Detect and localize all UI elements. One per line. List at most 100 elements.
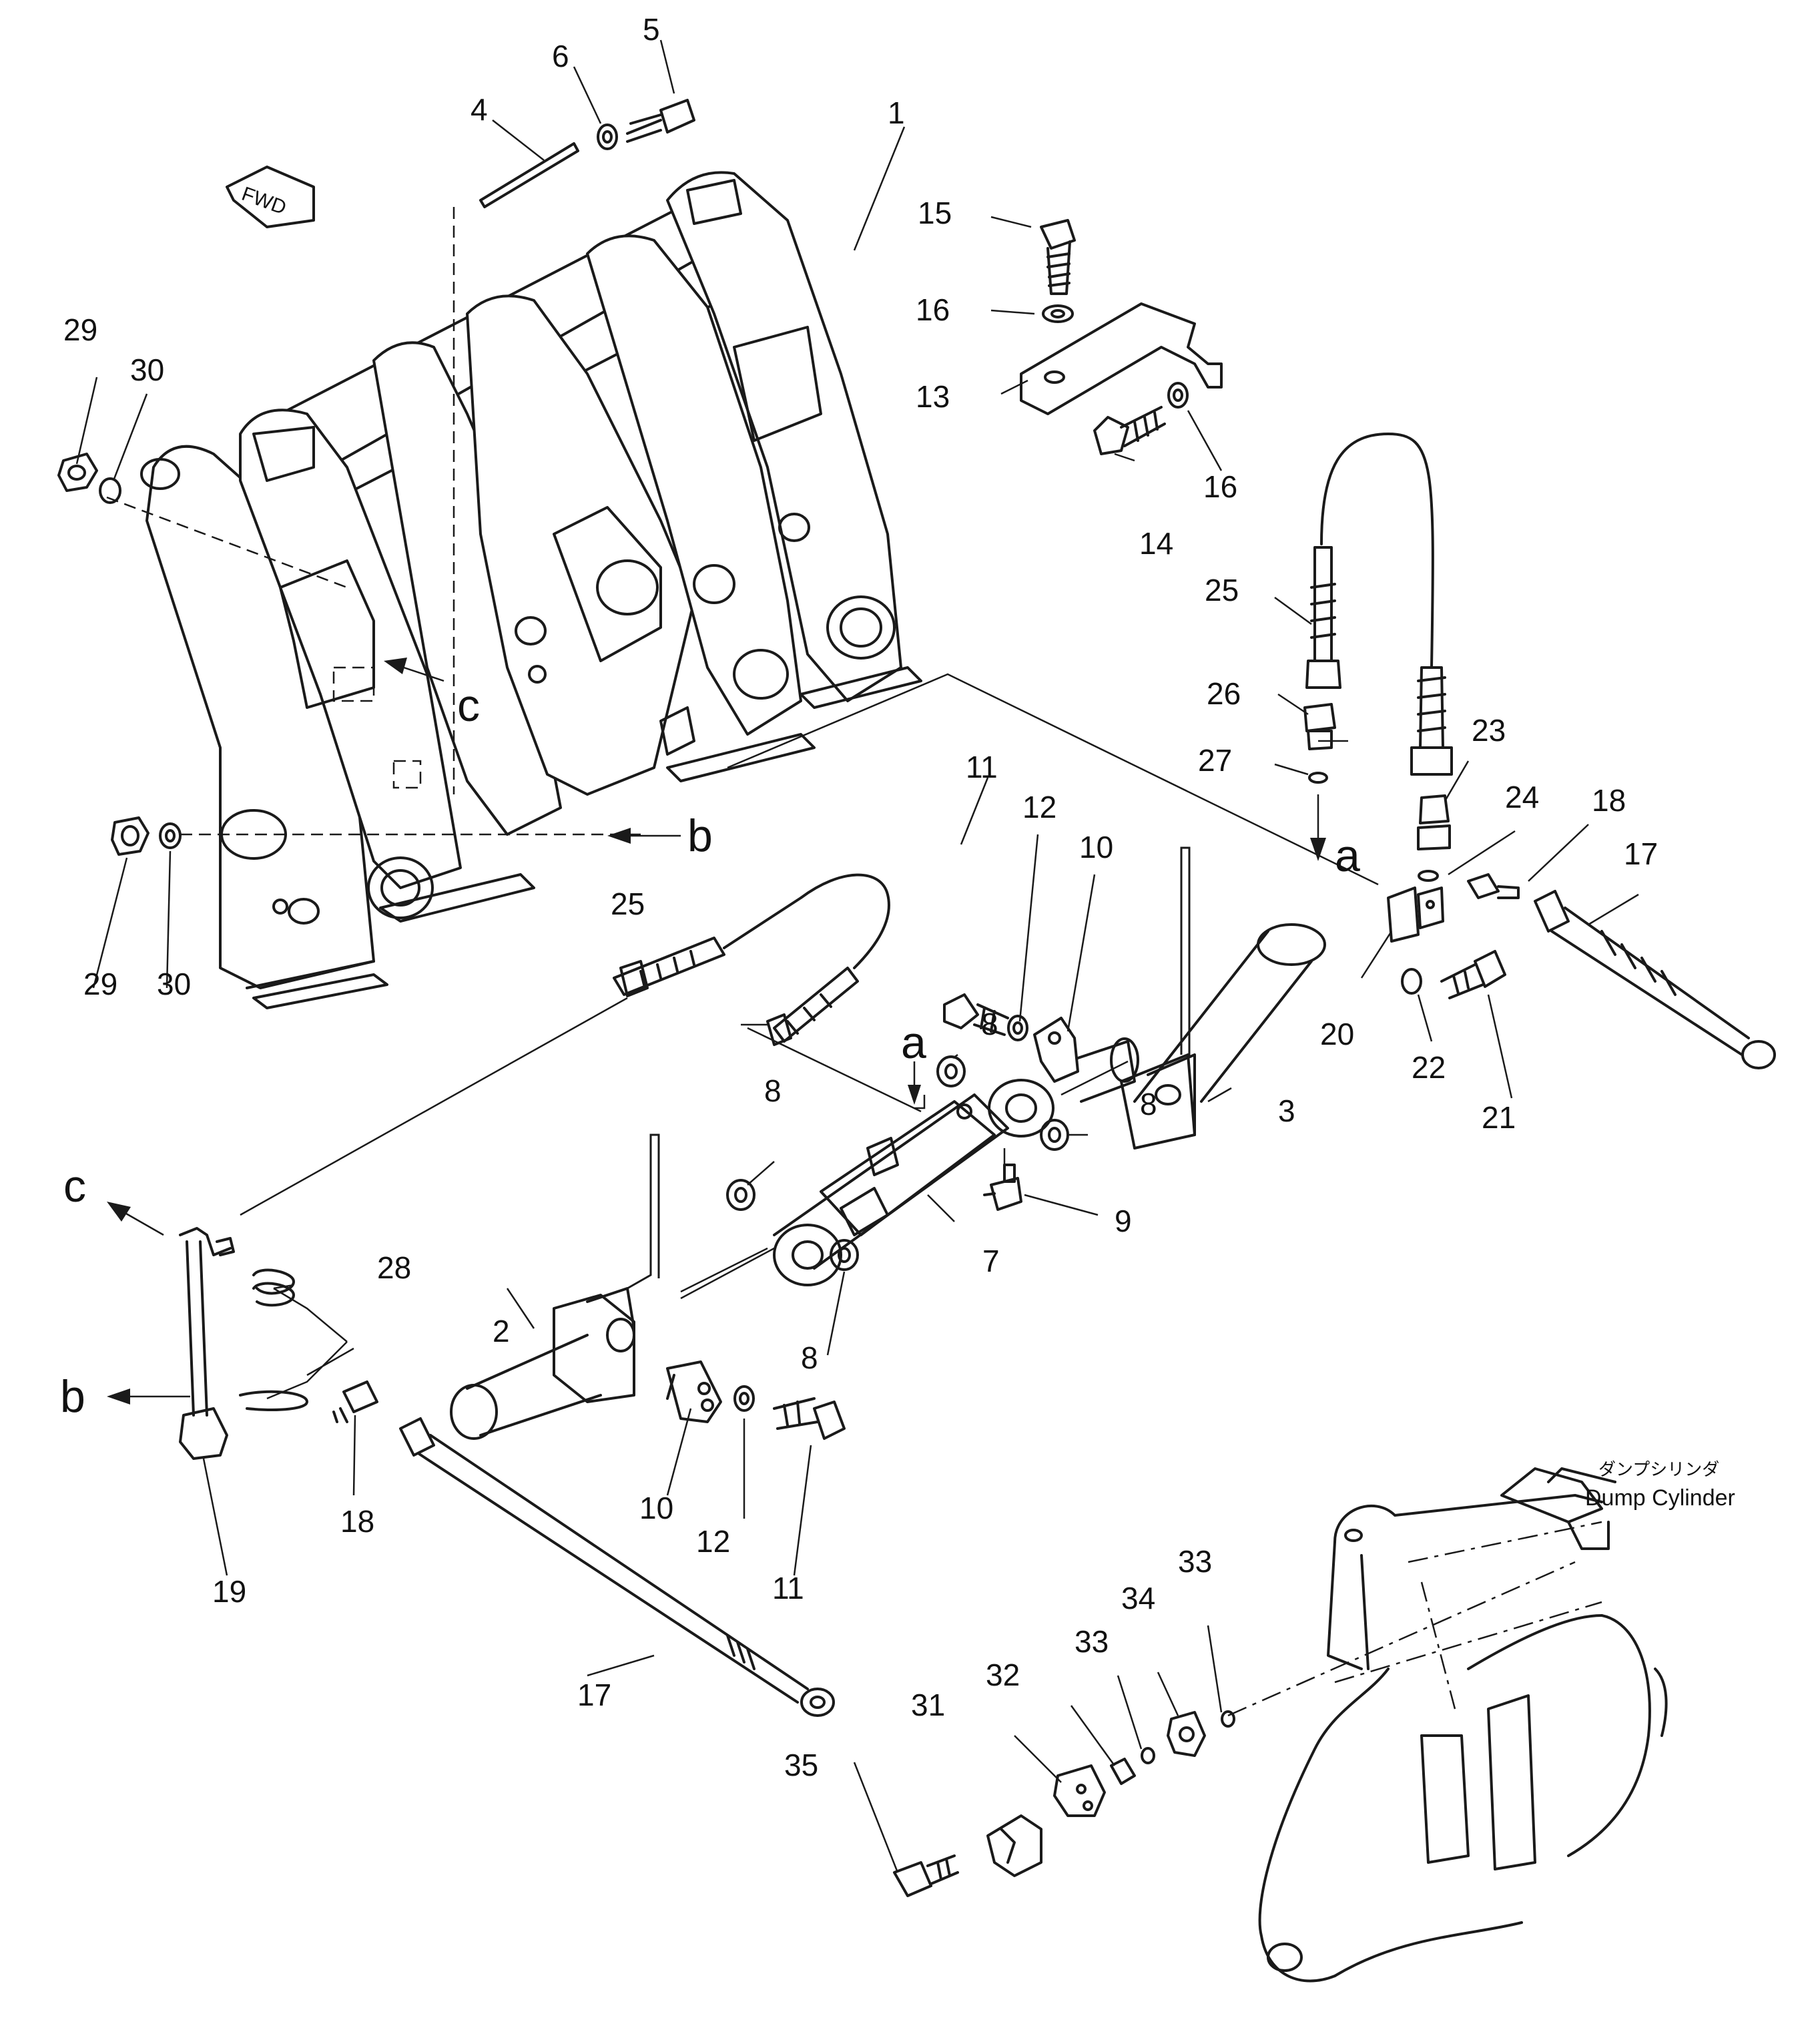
bolt-5 bbox=[626, 99, 695, 143]
adapter-26 bbox=[1303, 703, 1336, 750]
washer-30-top bbox=[99, 477, 121, 504]
reference-letters: c b a a c b bbox=[60, 680, 1360, 1422]
elbow-18-left bbox=[332, 1380, 378, 1423]
callout-13: 13 bbox=[916, 379, 950, 414]
tube-2 bbox=[450, 1133, 660, 1440]
callout-30a: 30 bbox=[130, 352, 164, 387]
ref-arrow-c-lower bbox=[107, 1202, 164, 1236]
bracket-13 bbox=[1020, 302, 1223, 415]
oring-24 bbox=[1418, 870, 1439, 882]
ref-letter-c-upper: c bbox=[457, 680, 480, 731]
switch-31 bbox=[1053, 1764, 1106, 1817]
callout-31: 31 bbox=[911, 1688, 945, 1722]
callout-5: 5 bbox=[643, 12, 660, 47]
callout-8a: 8 bbox=[981, 1007, 998, 1041]
callout-33a: 33 bbox=[1075, 1624, 1109, 1659]
dump-cylinder-label-en: Dump Cylinder bbox=[1585, 1485, 1735, 1511]
callout-14: 14 bbox=[1139, 526, 1173, 561]
callout-12b: 12 bbox=[696, 1524, 730, 1559]
callout-34: 34 bbox=[1121, 1581, 1155, 1615]
hose-17-left bbox=[399, 1417, 835, 1717]
dump-cylinder-label-jp: ダンプシリンダ bbox=[1598, 1460, 1719, 1480]
nut-29-top bbox=[57, 453, 98, 492]
washer-16-right bbox=[1167, 382, 1189, 409]
callout-17a: 17 bbox=[1624, 836, 1658, 871]
fwd-label: FWD bbox=[239, 183, 289, 219]
hose-17-right bbox=[1534, 890, 1776, 1069]
ref-arrow-b-lower bbox=[107, 1388, 190, 1405]
callout-labels: 1 2 3 4 5 6 7 8 8 8 8 9 10 10 11 11 12 1… bbox=[63, 12, 1658, 1782]
bolt-11-top bbox=[943, 993, 1009, 1036]
callout-16a: 16 bbox=[916, 292, 950, 327]
ref-arrow-b-upper bbox=[607, 828, 681, 844]
centerline-dump-1 bbox=[1408, 1521, 1602, 1563]
pin-10-bottom bbox=[666, 1360, 722, 1423]
washer-16-top bbox=[1042, 304, 1074, 323]
washer-22 bbox=[1401, 968, 1422, 995]
loader-frame bbox=[140, 171, 922, 1009]
callout-22: 22 bbox=[1412, 1050, 1446, 1085]
callout-7: 7 bbox=[982, 1244, 1000, 1278]
fwd-arrow-tag: FWD bbox=[226, 166, 315, 228]
bolt-21 bbox=[1440, 950, 1506, 999]
bolt-14 bbox=[1093, 406, 1166, 455]
callout-17b: 17 bbox=[577, 1678, 611, 1712]
bushing-8-c bbox=[1040, 1119, 1069, 1151]
ref-arrow-c-upper bbox=[384, 658, 444, 682]
grease-fitting-9 bbox=[983, 1164, 1022, 1211]
hose-25-left bbox=[613, 873, 890, 1046]
centerline-dump-2 bbox=[1420, 1581, 1456, 1710]
ref-arrow-a-lower bbox=[908, 1061, 921, 1105]
bushing-8-a bbox=[936, 1055, 966, 1087]
callout-35: 35 bbox=[784, 1748, 818, 1782]
callout-23: 23 bbox=[1472, 713, 1506, 748]
bolt-15 bbox=[1040, 219, 1076, 295]
tube-3 bbox=[1120, 846, 1326, 1150]
washer-12-top bbox=[1007, 1015, 1028, 1041]
callout-18a: 18 bbox=[1592, 783, 1626, 818]
pipe-19 bbox=[179, 1227, 235, 1460]
bushing-8-d bbox=[830, 1239, 859, 1271]
callout-19: 19 bbox=[212, 1574, 246, 1609]
callout-25a: 25 bbox=[1205, 573, 1239, 607]
hidden-bracket-c bbox=[332, 666, 375, 702]
hose-25-right bbox=[1305, 433, 1453, 776]
bolt-11-bottom bbox=[773, 1397, 846, 1440]
bolt-35 bbox=[893, 1854, 959, 1897]
callout-20: 20 bbox=[1320, 1017, 1354, 1051]
washer-33-left bbox=[1141, 1747, 1155, 1764]
adapter-23 bbox=[1417, 794, 1451, 850]
centerline-dump-3 bbox=[1334, 1601, 1602, 1684]
pin-4 bbox=[479, 142, 579, 208]
callout-9: 9 bbox=[1115, 1204, 1132, 1238]
callout-10b: 10 bbox=[639, 1491, 673, 1525]
elbow-18-right bbox=[1467, 873, 1520, 899]
washer-6 bbox=[597, 123, 618, 150]
callout-18b: 18 bbox=[340, 1504, 374, 1539]
washer-33-right bbox=[1221, 1710, 1235, 1728]
bushing-8-b bbox=[726, 1179, 755, 1211]
hidden-line-29 bbox=[106, 496, 348, 589]
callout-1: 1 bbox=[888, 95, 905, 130]
callout-4: 4 bbox=[471, 92, 488, 127]
callout-27: 27 bbox=[1198, 743, 1232, 778]
callout-33b: 33 bbox=[1178, 1544, 1212, 1579]
nut-29-bottom bbox=[111, 816, 149, 856]
bracket-35-end bbox=[986, 1814, 1042, 1877]
callout-28: 28 bbox=[377, 1250, 411, 1285]
callout-3: 3 bbox=[1278, 1093, 1295, 1128]
boom-lower-frame bbox=[1258, 1467, 1668, 1983]
callout-32: 32 bbox=[986, 1658, 1020, 1692]
callout-11b: 11 bbox=[772, 1571, 804, 1605]
ref-arrow-a-upper bbox=[1310, 794, 1326, 861]
callout-30b: 30 bbox=[157, 967, 191, 1001]
hydraulic-cylinder-7 bbox=[773, 1079, 1054, 1286]
ref-letter-b-lower: b bbox=[60, 1371, 85, 1422]
leader-lines bbox=[75, 39, 1639, 1873]
callout-29b: 29 bbox=[83, 967, 117, 1001]
callout-25b: 25 bbox=[611, 887, 645, 921]
callout-11a: 11 bbox=[966, 750, 998, 784]
callout-15: 15 bbox=[918, 196, 952, 230]
callout-8d: 8 bbox=[801, 1340, 818, 1375]
